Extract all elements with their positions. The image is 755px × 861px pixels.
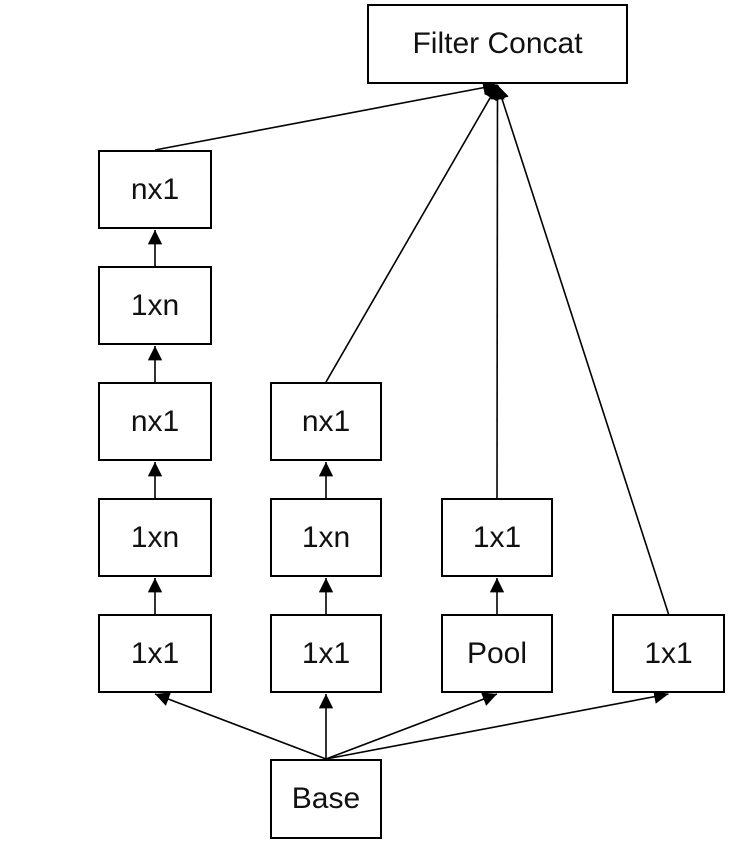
edge-base-to-col3_pool	[325, 692, 498, 760]
edge-col3_1x1-to-filter_concat	[490, 84, 505, 499]
edge-col1_nx1_top-to-filter_concat	[154, 80, 498, 151]
branch2-1x1-node: 1x1	[270, 614, 382, 693]
branch1-1x1-node: 1x1	[98, 614, 212, 693]
branch1-nx1-top-node: nx1	[98, 150, 212, 229]
filter-concat-node: Filter Concat	[367, 4, 628, 84]
edge-col4_1x1-to-filter_concat	[495, 84, 670, 615]
base-node: Base	[270, 759, 382, 839]
branch1-1xn-upper-node: 1xn	[98, 266, 212, 345]
branch1-1xn-lower-node: 1xn	[98, 498, 212, 577]
branch2-nx1-node: nx1	[270, 382, 382, 461]
branch2-1xn-node: 1xn	[270, 498, 382, 577]
branch3-1x1-node: 1x1	[441, 498, 553, 577]
branch1-nx1-mid-node: nx1	[98, 382, 212, 461]
branch3-pool-node: Pool	[441, 614, 553, 693]
edge-base-to-col1_1x1	[154, 692, 327, 760]
edge-col2_nx1-to-filter_concat	[325, 84, 499, 383]
edge-base-to-col4_1x1	[325, 689, 669, 760]
branch4-1x1-node: 1x1	[612, 614, 725, 693]
